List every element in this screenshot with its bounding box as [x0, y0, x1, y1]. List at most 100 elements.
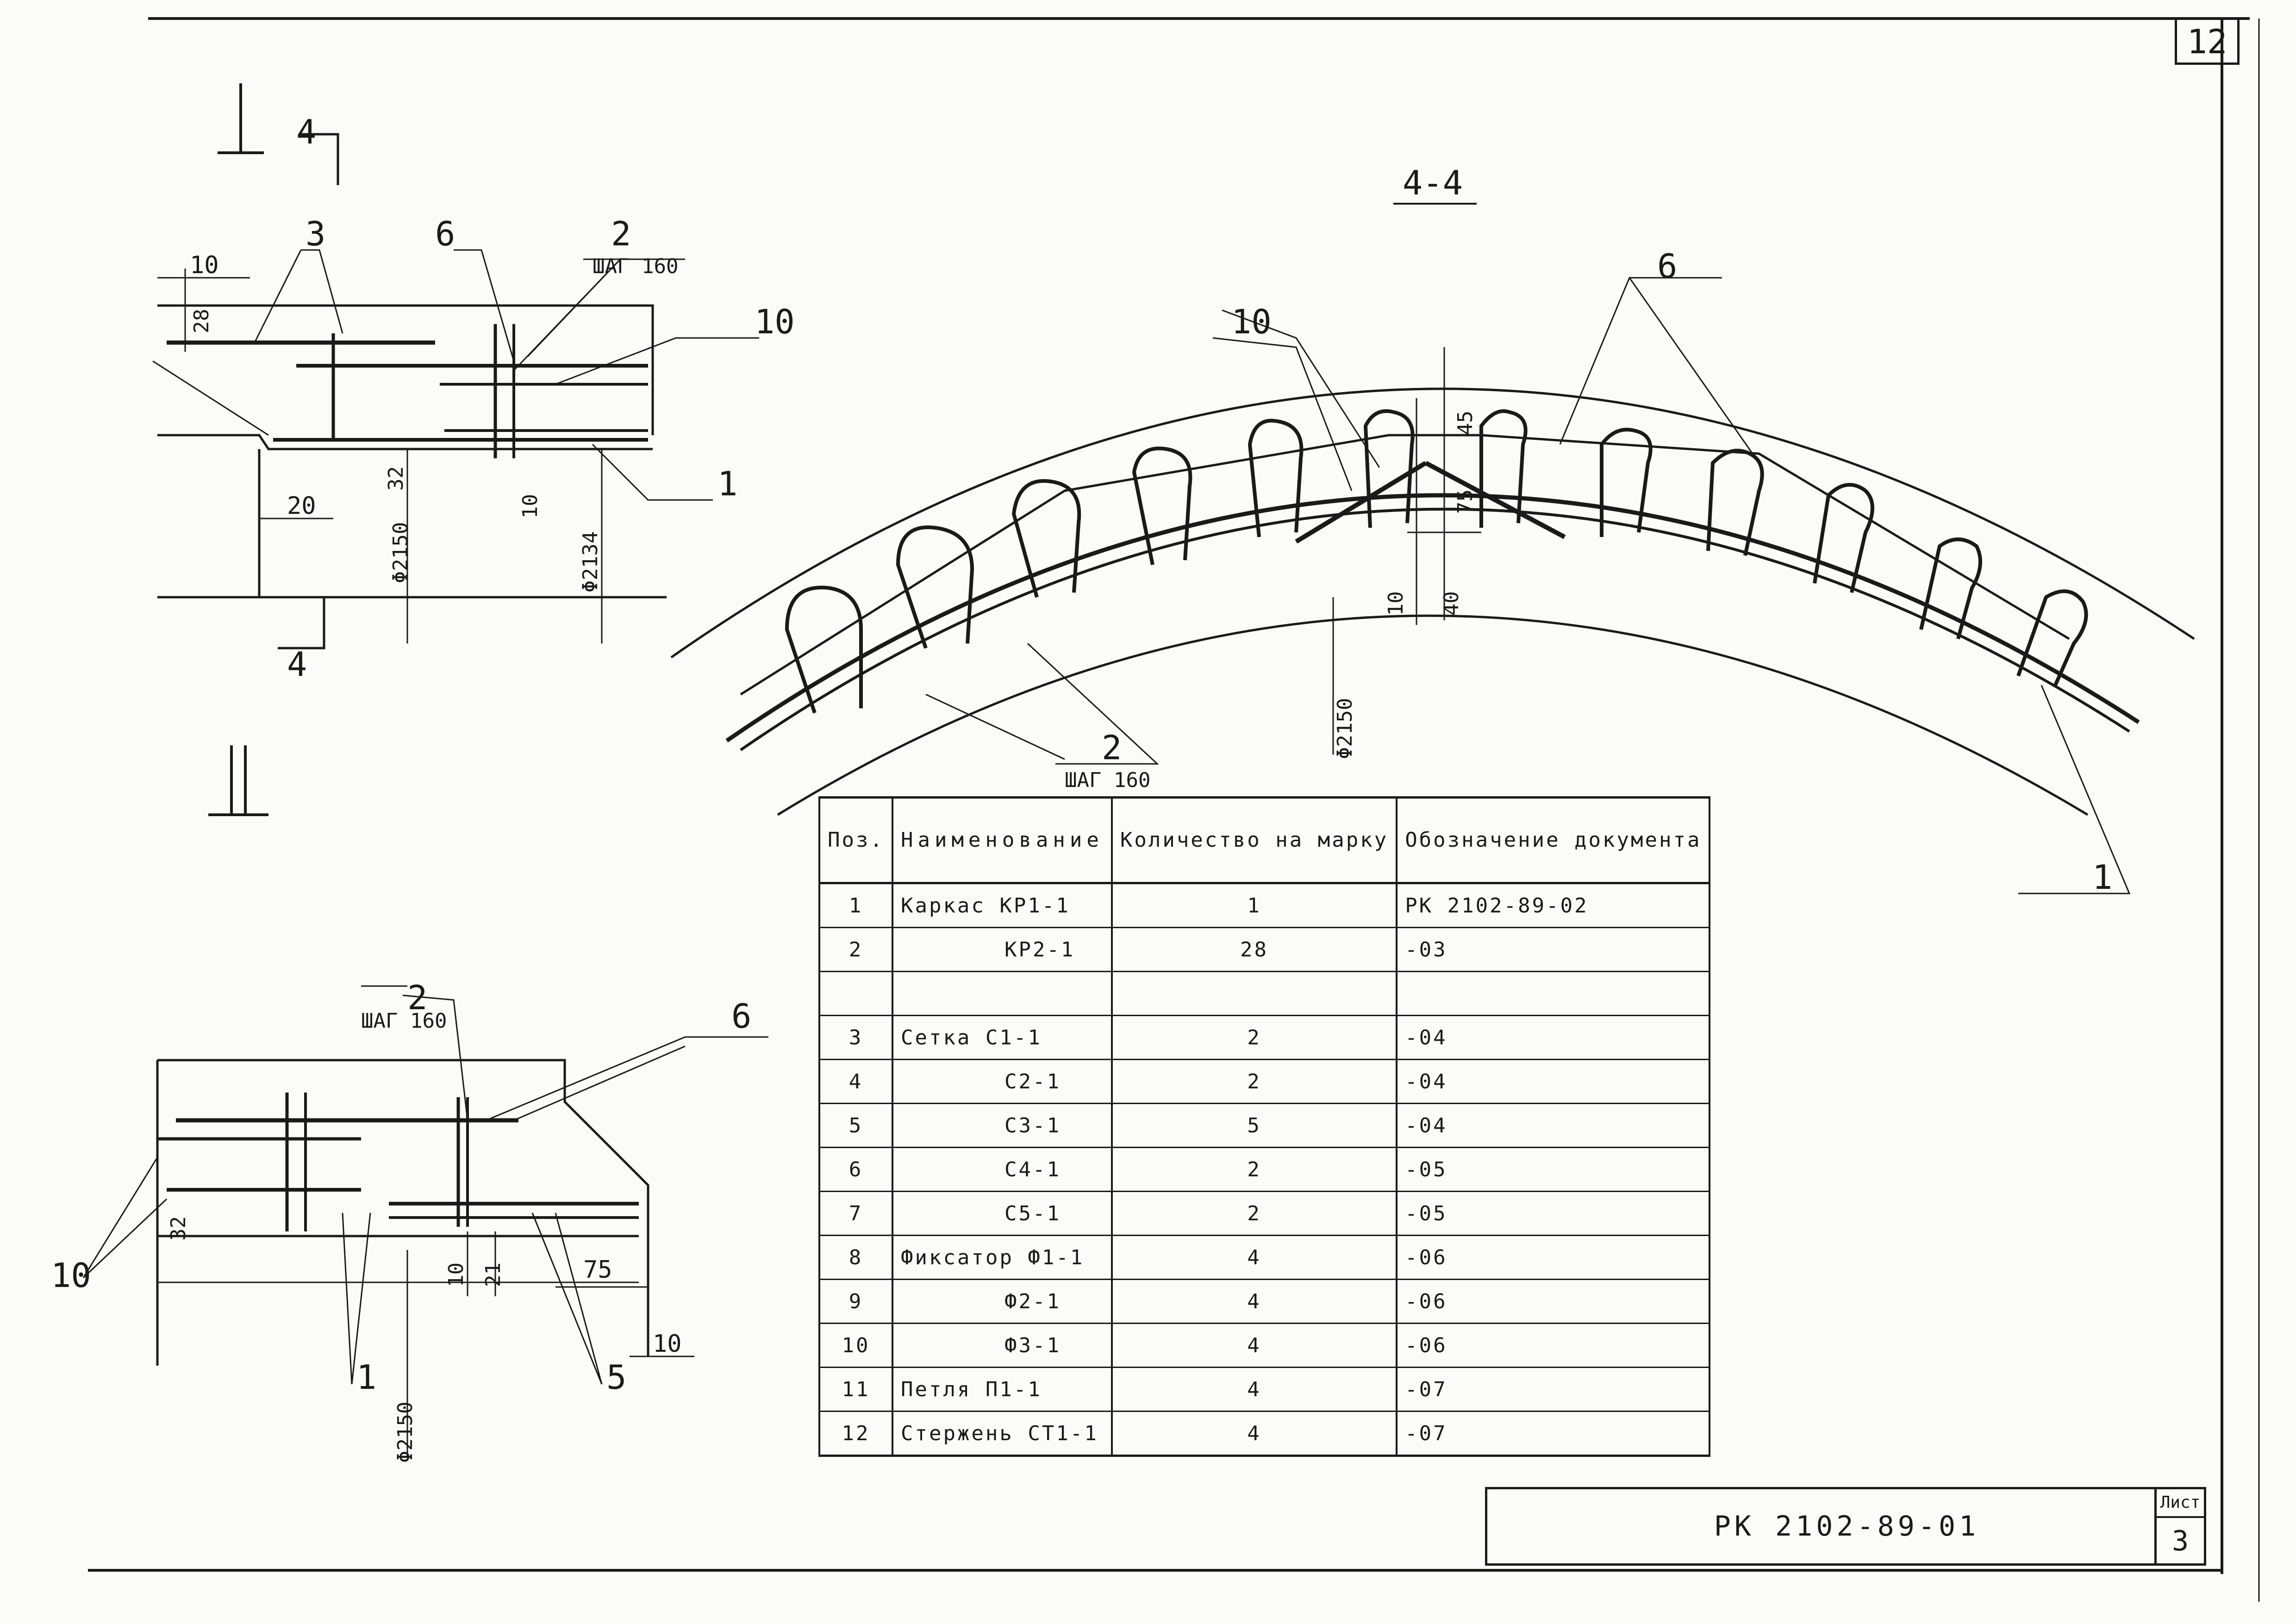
cell-name: Ф2-1	[891, 1279, 1113, 1324]
cell-doc: -07	[1396, 1367, 1711, 1412]
cell-doc: -06	[1396, 1235, 1711, 1280]
callout-step-ii: ШАГ 160	[361, 1009, 447, 1033]
cell-pos: 3	[818, 1015, 893, 1060]
title-block: РК 2102-89-01	[1485, 1487, 2206, 1566]
cell-pos: 1	[818, 883, 893, 928]
cut-mark-top: 4	[296, 112, 316, 151]
cell-pos: 4	[818, 1059, 893, 1104]
cell-qty: 2	[1111, 1147, 1398, 1192]
page-number: 12	[2187, 22, 2227, 61]
dim-dia2134: Φ2134	[579, 531, 602, 593]
callout-step-44: ШАГ 160	[1065, 768, 1150, 792]
cell-name	[891, 971, 1113, 1016]
callout-2-44: 2	[1102, 728, 1122, 767]
header-name: Наименование	[891, 796, 1113, 884]
callout-6-44: 6	[1657, 247, 1677, 286]
cell-pos: 7	[818, 1191, 893, 1236]
cell-qty: 2	[1111, 1015, 1398, 1060]
cell-name: С3-1	[891, 1103, 1113, 1148]
section-I-view: 4 4 3 6 2 ШАГ 160 10 1 10 28 20 32 10 Φ2…	[152, 83, 795, 684]
dim-10-ii: 10	[444, 1262, 468, 1287]
cell-qty: 5	[1111, 1103, 1398, 1148]
dim-dia2150-ii: Φ2150	[393, 1402, 417, 1463]
dim-75-ii: 75	[583, 1256, 612, 1284]
cut-mark-bottom: 4	[287, 645, 307, 684]
sheet-frame	[88, 17, 2260, 1602]
cell-name: Фиксатор Ф1-1	[891, 1235, 1113, 1280]
dim-10c-ii: 10	[653, 1330, 682, 1358]
cell-pos: 11	[818, 1367, 893, 1412]
cell-qty: 28	[1111, 927, 1398, 972]
cell-name: С2-1	[891, 1059, 1113, 1104]
cell-doc: -03	[1396, 927, 1711, 972]
cell-name: Петля П1-1	[891, 1367, 1113, 1412]
callout-10-44: 10	[1231, 302, 1272, 341]
dim-28: 28	[190, 309, 213, 333]
sheet-number: 3	[2171, 1525, 2189, 1557]
cell-doc: -04	[1396, 1015, 1711, 1060]
header-qty: Количество на марку	[1111, 796, 1398, 884]
dim-10: 10	[190, 251, 219, 279]
callout-1: 1	[718, 464, 737, 503]
cell-pos: 2	[818, 927, 893, 972]
cell-qty: 4	[1111, 1411, 1398, 1456]
sheet-box: Лист 3	[2154, 1487, 2206, 1566]
cell-name: С4-1	[891, 1147, 1113, 1192]
cell-pos: 8	[818, 1235, 893, 1280]
cell-doc: -07	[1396, 1411, 1711, 1456]
callout-1-ii: 1	[356, 1358, 376, 1397]
cell-qty: 2	[1111, 1059, 1398, 1104]
dim-32: 32	[384, 466, 408, 491]
specification-table: Поз. Наименование Количество на марку Об…	[818, 796, 1711, 1457]
cell-doc: -06	[1396, 1279, 1711, 1324]
header-doc: Обозначение документа	[1396, 796, 1711, 884]
cell-doc: -04	[1396, 1103, 1711, 1148]
cell-qty	[1111, 971, 1398, 1016]
sheet-label: Лист	[2157, 1489, 2204, 1518]
table-header-row: Поз. Наименование Количество на марку Об…	[818, 796, 1711, 884]
cell-name: Каркас КР1-1	[891, 883, 1113, 928]
dim-40-44: 40	[1440, 591, 1463, 616]
cell-name: Сетка С1-1	[891, 1015, 1113, 1060]
cell-name: С5-1	[891, 1191, 1113, 1236]
dim-32-ii: 32	[167, 1216, 190, 1241]
dim-45-44: 45	[1454, 411, 1477, 435]
callout-step: ШАГ 160	[593, 255, 678, 278]
cell-pos: 5	[818, 1103, 893, 1148]
cell-pos: 10	[818, 1323, 893, 1368]
cell-doc: -06	[1396, 1323, 1711, 1368]
callout-10-ii: 10	[51, 1256, 91, 1295]
cell-name: Стержень СТ1-1	[891, 1411, 1113, 1456]
section-II-view: 2 ШАГ 160 6 10 1 5 32 10 21 75 10 Φ2150	[51, 978, 768, 1463]
cell-qty: 4	[1111, 1367, 1398, 1412]
section-4-4-view: 4-4 10 6 2 ШАГ 160 1 45 75 10 40 Φ2150	[670, 163, 2195, 897]
dim-10b: 10	[518, 494, 542, 518]
cell-doc: РК 2102-89-02	[1396, 883, 1711, 928]
dim-20: 20	[287, 492, 316, 520]
callout-1-44: 1	[2092, 858, 2112, 897]
cell-name: КР2-1	[891, 927, 1113, 972]
callout-3: 3	[306, 214, 325, 253]
cell-qty: 4	[1111, 1279, 1398, 1324]
callout-10: 10	[755, 302, 795, 341]
cell-pos	[818, 971, 893, 1016]
cell-pos: 9	[818, 1279, 893, 1324]
cell-doc: -05	[1396, 1147, 1711, 1192]
dim-21-ii: 21	[481, 1262, 505, 1287]
dim-10-44: 10	[1384, 591, 1408, 616]
callout-5-ii: 5	[606, 1358, 626, 1397]
callout-2-ii: 2	[407, 978, 427, 1017]
table-row	[818, 971, 1711, 1016]
